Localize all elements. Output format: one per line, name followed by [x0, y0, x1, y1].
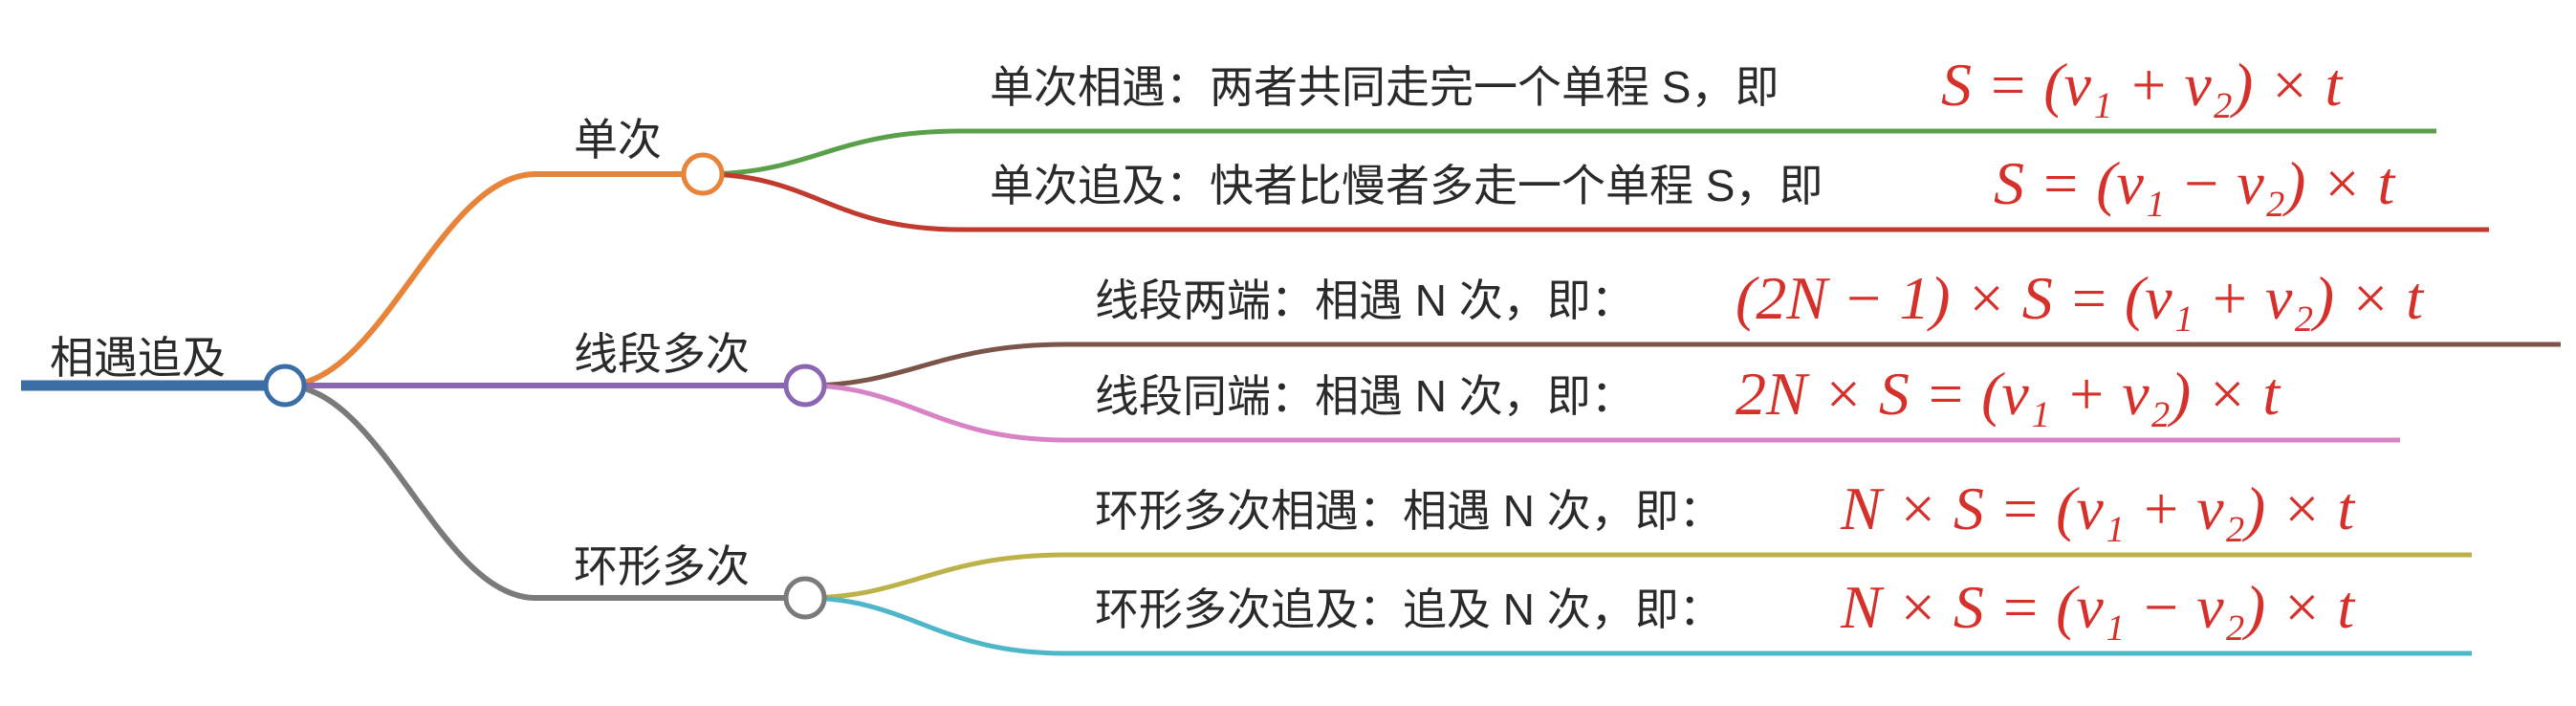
branch-2-label: 线段多次: [574, 329, 750, 379]
root-node[interactable]: 相遇追及: [21, 333, 285, 391]
root-node-circle[interactable]: [263, 364, 307, 408]
leaf-1-1[interactable]: 单次相遇：两者共同走完一个单程 S，即 S = (v₁ + v₂) × t: [990, 51, 2345, 119]
leaf-2-2-formula: 2N × S = (v₁ + v₂) × t: [1736, 360, 2281, 428]
leaf-2-1[interactable]: 线段两端：相遇 N 次，即： (2N − 1) × S = (v₁ + v₂) …: [1095, 264, 2425, 332]
leaf-3-1-formula: N × S = (v₁ + v₂) × t: [1840, 474, 2356, 542]
branch-3-label: 环形多次: [574, 541, 750, 591]
branch-1-label: 单次: [574, 115, 662, 165]
leaf-1-1-text: 单次相遇：两者共同走完一个单程 S，即: [990, 62, 1779, 112]
branch-2-leaf-2-connector: [804, 383, 1067, 443]
leaf-3-2[interactable]: 环形多次追及：追及 N 次，即： N × S = (v₁ − v₂) × t: [1095, 573, 2356, 641]
root-label: 相遇追及: [50, 333, 226, 383]
leaf-2-2-text: 线段同端：相遇 N 次，即：: [1095, 371, 1635, 421]
leaf-1-1-formula: S = (v₁ + v₂) × t: [1941, 51, 2345, 119]
leaf-2-1-text: 线段两端：相遇 N 次，即：: [1095, 276, 1635, 325]
branch-2-leaf-1-connector: [804, 342, 1067, 388]
root-to-branch-1-connector: [284, 171, 703, 388]
branch-2-node-circle[interactable]: [783, 364, 827, 408]
leaf-2-1-formula: (2N − 1) × S = (v₁ + v₂) × t: [1736, 264, 2425, 332]
leaf-1-2-text: 单次追及：快者比慢者多走一个单程 S，即: [990, 161, 1823, 210]
branch-1-node-circle[interactable]: [681, 152, 725, 196]
root-to-branch-3-connector: [284, 383, 805, 601]
branch-3-leaf-1-connector: [804, 552, 1067, 601]
branch-3-leaf-2-connector: [804, 595, 1067, 656]
leaf-3-1[interactable]: 环形多次相遇：相遇 N 次，即： N × S = (v₁ + v₂) × t: [1095, 474, 2356, 542]
leaf-1-2[interactable]: 单次追及：快者比慢者多走一个单程 S，即 S = (v₁ − v₂) × t: [990, 149, 2397, 217]
branch-3-node-circle[interactable]: [783, 576, 827, 620]
leaf-1-2-formula: S = (v₁ − v₂) × t: [1994, 149, 2397, 217]
leaf-3-1-text: 环形多次相遇：相遇 N 次，即：: [1095, 486, 1723, 536]
branch-1-leaf-1-connector: [702, 128, 962, 177]
branch-1-leaf-2-connector: [702, 171, 962, 232]
leaf-3-2-text: 环形多次追及：追及 N 次，即：: [1095, 585, 1723, 634]
leaf-2-2[interactable]: 线段同端：相遇 N 次，即： 2N × S = (v₁ + v₂) × t: [1095, 360, 2281, 428]
leaf-3-2-formula: N × S = (v₁ − v₂) × t: [1840, 573, 2356, 641]
